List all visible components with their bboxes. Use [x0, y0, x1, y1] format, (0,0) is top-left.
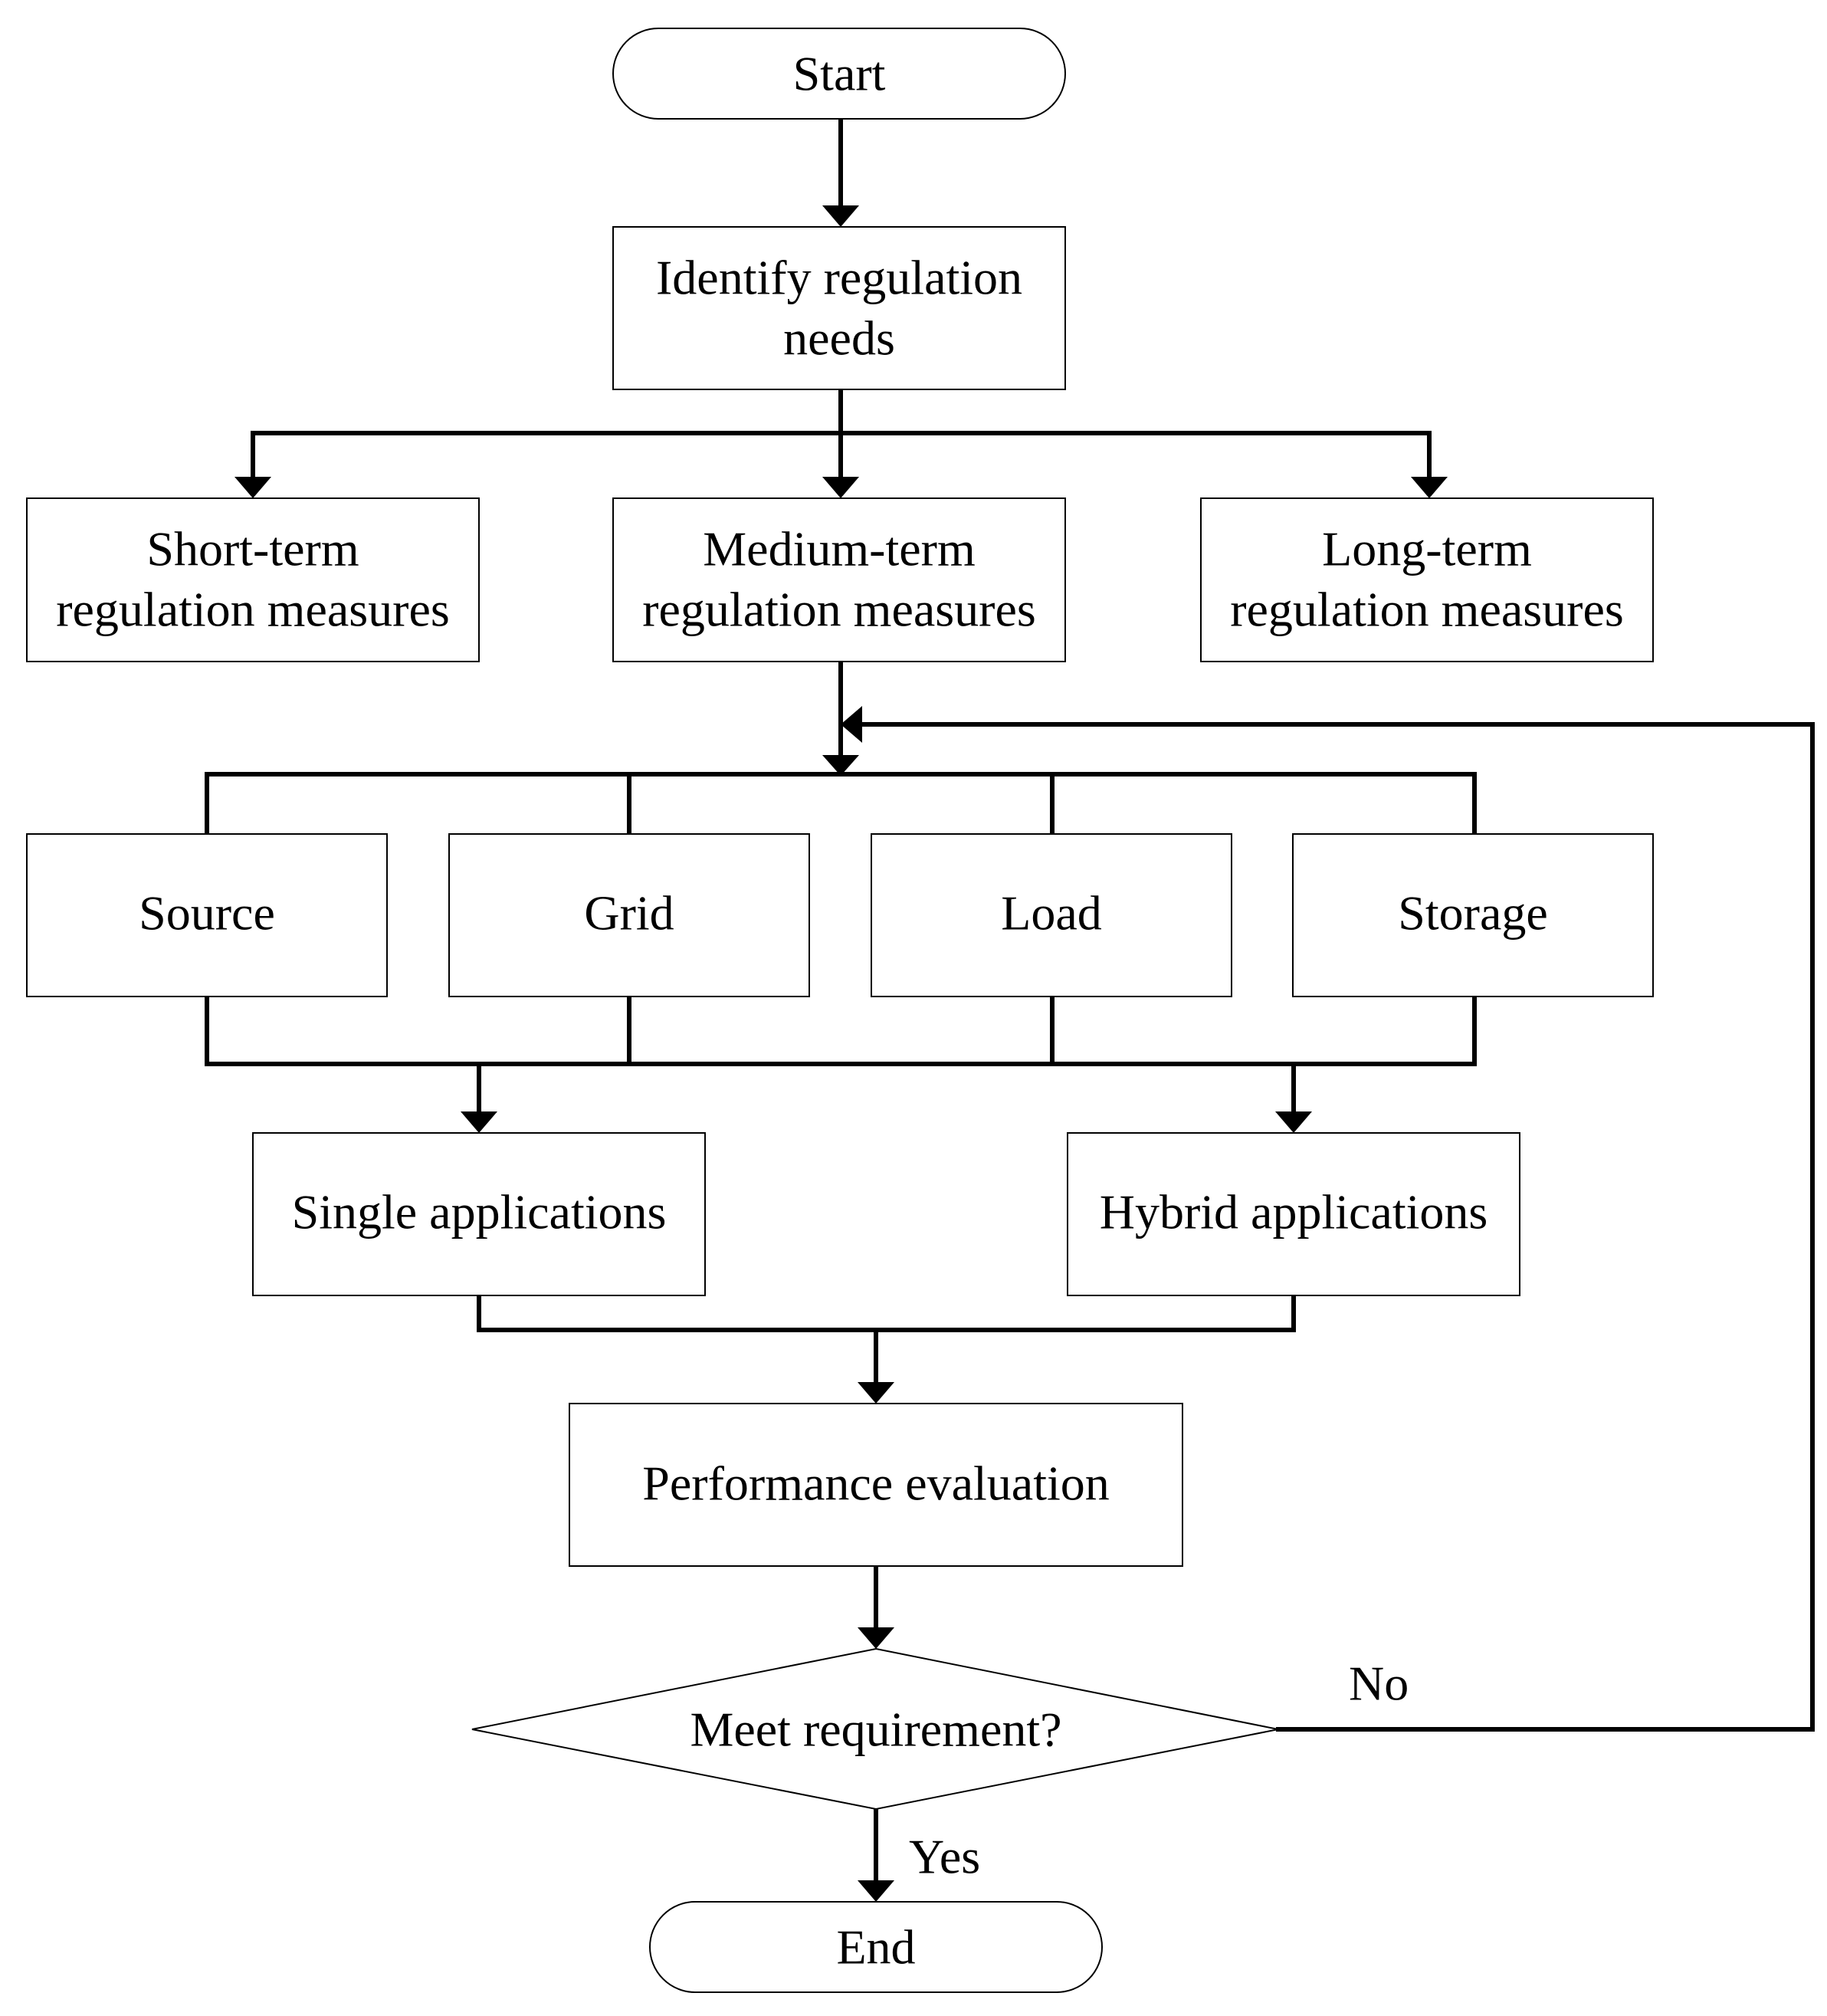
arrowhead-hybrid: [1275, 1111, 1312, 1133]
arrowhead-single: [461, 1111, 497, 1133]
storage-shape: [1292, 833, 1654, 997]
arrowhead-long: [1411, 477, 1448, 498]
performance-evaluation-shape: [569, 1403, 1183, 1567]
arrowhead-sgls-bus: [822, 755, 859, 776]
medium-term-label-line2: regulation measures: [642, 583, 1036, 637]
performance-evaluation-node: Performance evaluation: [569, 1403, 1183, 1567]
start-shape: [612, 28, 1066, 120]
long-term-label-line2: regulation measures: [1230, 583, 1624, 637]
arrowhead-medium: [822, 477, 859, 498]
arrowhead-end: [858, 1880, 894, 1902]
identify-needs-node: Identify regulation needs: [612, 226, 1066, 390]
grid-node: Grid: [448, 833, 810, 997]
edge-label-no: No: [1349, 1656, 1409, 1711]
medium-term-shape: [612, 497, 1066, 662]
source-label: Source: [139, 886, 275, 941]
arrowhead-performance: [858, 1382, 894, 1404]
short-term-label-line1: Short-term: [146, 522, 359, 576]
end-shape: [649, 1901, 1103, 1993]
load-node: Load: [871, 833, 1232, 997]
grid-label: Grid: [584, 886, 674, 941]
arrowhead-loop: [841, 706, 862, 743]
hybrid-applications-label: Hybrid applications: [1100, 1185, 1488, 1239]
short-term-label-line2: regulation measures: [56, 583, 450, 637]
end-node: End: [649, 1901, 1103, 1993]
edge-label-yes: Yes: [909, 1830, 980, 1884]
start-label: Start: [793, 47, 886, 101]
storage-label: Storage: [1398, 886, 1548, 941]
arrowhead-short: [235, 477, 271, 498]
identify-needs-label-line2: needs: [783, 311, 895, 366]
arrowhead-identify: [822, 205, 859, 227]
arrowhead-decision: [858, 1627, 894, 1649]
short-term-node: Short-term regulation measures: [26, 497, 480, 662]
single-applications-label: Single applications: [292, 1185, 667, 1239]
source-node: Source: [26, 833, 388, 997]
long-term-node: Long-term regulation measures: [1200, 497, 1654, 662]
source-shape: [26, 833, 388, 997]
medium-term-label-line1: Medium-term: [703, 522, 975, 576]
long-term-label-line1: Long-term: [1322, 522, 1532, 576]
performance-evaluation-label: Performance evaluation: [642, 1456, 1110, 1511]
load-label: Load: [1001, 886, 1102, 941]
decision-node: Meet requirement?: [471, 1647, 1279, 1811]
long-term-shape: [1200, 497, 1654, 662]
connector-no-loop: [860, 722, 1815, 1732]
hybrid-applications-node: Hybrid applications: [1067, 1132, 1520, 1296]
single-applications-shape: [252, 1132, 706, 1296]
hybrid-applications-shape: [1067, 1132, 1520, 1296]
decision-shape: [471, 1647, 1279, 1811]
single-applications-node: Single applications: [252, 1132, 706, 1296]
medium-term-node: Medium-term regulation measures: [612, 497, 1066, 662]
end-label: End: [836, 1920, 915, 1975]
load-shape: [871, 833, 1232, 997]
grid-shape: [448, 833, 810, 997]
storage-node: Storage: [1292, 833, 1654, 997]
short-term-shape: [26, 497, 480, 662]
decision-label: Meet requirement?: [690, 1702, 1061, 1757]
identify-needs-label-line1: Identify regulation: [656, 251, 1022, 305]
start-node: Start: [612, 28, 1066, 120]
identify-needs-shape: [612, 226, 1066, 390]
